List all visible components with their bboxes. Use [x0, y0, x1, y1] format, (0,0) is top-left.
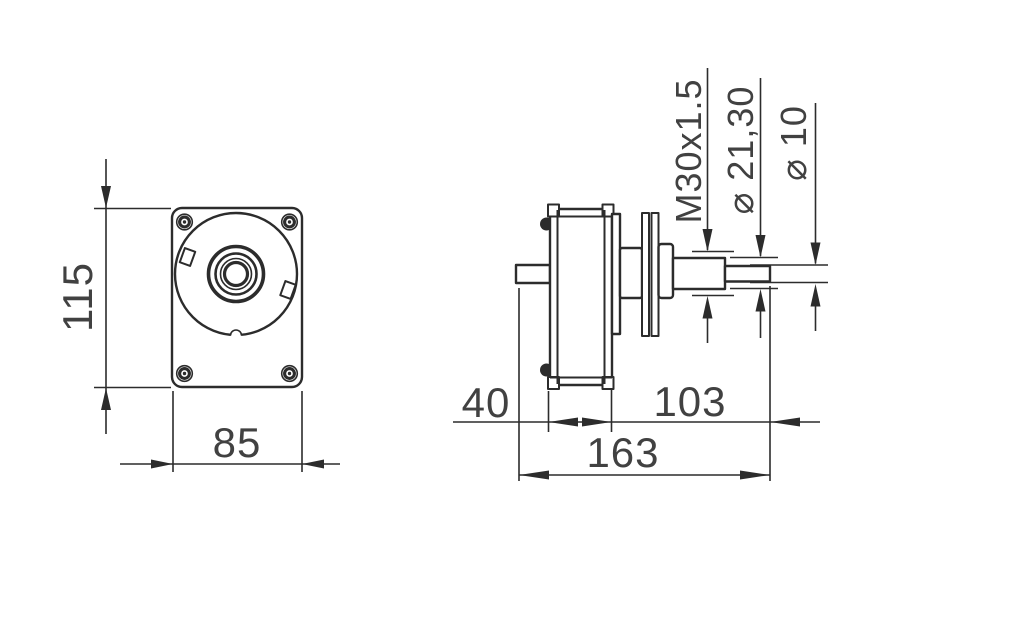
hub-block	[618, 246, 644, 300]
rear-shaft-stub	[514, 263, 552, 285]
screw-top-left	[175, 213, 194, 231]
dimension-label-40: 40	[462, 379, 511, 426]
corner-screws	[175, 213, 299, 383]
threaded-collar	[657, 242, 675, 300]
dimension-width-85: 85	[120, 391, 340, 472]
dimension-chain-40-103: 40 103	[453, 286, 820, 481]
screw-bottom-left	[175, 364, 194, 383]
dimension-label-163: 163	[586, 429, 659, 476]
hub-rings	[206, 244, 266, 304]
bottom-notch	[229, 329, 243, 341]
arrowhead-up	[810, 284, 821, 307]
dimension-overall-163: 163	[519, 429, 770, 480]
mounting-tabs	[178, 247, 297, 300]
front-view: 115	[54, 159, 340, 472]
arrowhead-down	[810, 242, 821, 265]
tab-upper-left	[178, 247, 197, 267]
arrowhead-down	[702, 229, 713, 252]
dimension-label-103: 103	[653, 378, 726, 425]
tab-lower-right	[279, 280, 297, 300]
clamp-disc-1	[641, 212, 650, 337]
arrowhead-left	[548, 417, 578, 427]
shaft-diameter-label: ⌀ 10	[773, 105, 814, 181]
gearbox-front-outline	[170, 206, 304, 389]
arrowhead-up	[755, 289, 766, 312]
collar-diameter-label: ⌀ 21,30	[720, 86, 761, 215]
screw-top-right	[280, 213, 299, 231]
shaft-section-21-30	[671, 256, 727, 291]
dimension-height-115: 115	[54, 159, 171, 434]
output-shaft-10	[723, 264, 772, 283]
dimension-label-85: 85	[213, 419, 262, 466]
screw-bottom-right	[280, 364, 299, 383]
thread-label: M30x1.5	[668, 78, 709, 223]
callout-diameter-10: ⌀ 10	[750, 103, 828, 331]
arrowhead-left	[519, 470, 549, 480]
callout-diameter-21-30: ⌀ 21,30	[720, 78, 778, 338]
side-view: M30x1.5 ⌀ 21,30 ⌀ 10	[453, 68, 828, 481]
dimension-label-115: 115	[54, 262, 101, 332]
arrowhead-right	[151, 459, 173, 469]
arrowhead-down	[755, 235, 766, 258]
arrowhead-right	[740, 470, 770, 480]
arrowhead-left	[302, 459, 324, 469]
arrowhead-left	[770, 417, 800, 427]
gearbox-side-body	[548, 207, 614, 387]
callout-thread-m30: M30x1.5	[668, 68, 734, 343]
arrowhead-up	[101, 388, 111, 410]
arrowhead-up	[702, 296, 713, 319]
arrowhead-down	[101, 186, 111, 208]
arrowhead-right	[582, 417, 612, 427]
